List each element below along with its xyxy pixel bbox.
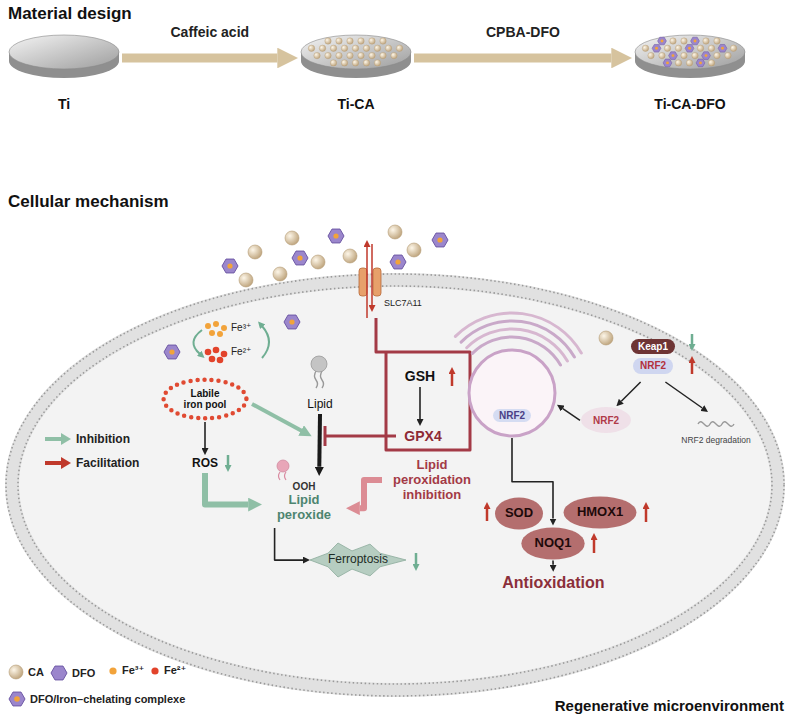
disk-shape	[632, 30, 748, 86]
legend-text: Inhibition	[76, 432, 130, 446]
legend-text: DFO	[72, 667, 95, 679]
gsh-gpx4-frame	[325, 318, 470, 450]
legend-swatch	[150, 666, 160, 676]
node-text: Lipid	[307, 398, 332, 412]
connector	[665, 382, 702, 408]
nucleus: NRF2	[467, 348, 557, 438]
legend-item: DFO	[50, 664, 95, 682]
node-text: Ti-CA-DFO	[654, 96, 725, 112]
connector	[317, 414, 322, 467]
legend-text: Fe³⁺	[122, 664, 144, 677]
node-text: NOQ1	[535, 536, 572, 551]
connector	[552, 561, 554, 565]
connector	[205, 473, 248, 505]
antioxidation-label: Antioxidation	[500, 572, 607, 595]
substrate-disk: Ti-CA	[298, 30, 414, 114]
node-text: Lipid peroxide	[264, 493, 344, 523]
node-text: ROS	[192, 457, 218, 471]
noq1-ellipse: NOQ1	[520, 526, 586, 561]
ion-label: Fe³⁺	[231, 322, 251, 334]
legend-swatch	[44, 456, 72, 470]
disk-shape	[6, 30, 122, 86]
legend-item: DFO/Iron–chelating complexe	[8, 690, 185, 708]
node-text: GSH	[405, 368, 435, 384]
lipid-label: Lipid	[300, 396, 340, 414]
section-heading: Cellular mechanism	[8, 192, 169, 212]
connector	[275, 528, 303, 560]
legend-swatch	[108, 666, 118, 676]
connector	[621, 382, 640, 401]
node-text: SOD	[505, 506, 533, 521]
node-text: Ti-CA	[337, 96, 374, 112]
legend-swatch	[50, 664, 68, 682]
connector	[419, 387, 421, 419]
keap1-nrf2-complex: Keap1NRF2	[622, 330, 684, 382]
substrate-disk: Ti	[6, 30, 122, 114]
node-text: Labile iron pool	[180, 388, 230, 411]
legend-item: CA	[8, 664, 44, 680]
node-text: Ferroptosis	[328, 553, 388, 567]
node-text: NRF2	[593, 415, 619, 427]
node-text: Lipid peroxidation inhibition	[382, 458, 482, 503]
edge-label: Caffeic acid	[169, 24, 252, 40]
sod-ellipse: SOD	[494, 496, 544, 531]
inhibition-note: Lipid peroxidation inhibition	[382, 456, 482, 505]
node-text: NRF2	[493, 409, 531, 423]
lipid-icons	[252, 356, 327, 480]
connector	[122, 54, 277, 63]
legend-text: CA	[28, 666, 44, 678]
gpx4-label: GPX4	[398, 426, 448, 447]
legend-item: Facilitation	[44, 456, 139, 470]
nuc-shape	[467, 348, 557, 438]
cell-membrane	[6, 274, 784, 696]
change-arrows	[228, 334, 692, 565]
extracellular-particles	[222, 225, 448, 287]
connector	[204, 422, 206, 448]
section-heading: Material design	[8, 4, 132, 24]
slc7a11-channel	[359, 244, 381, 318]
legend-item: Fe²⁺	[150, 664, 186, 677]
node-text: Keap1	[631, 339, 675, 355]
hmox1-ellipse: HMOX1	[562, 495, 638, 530]
connector	[360, 480, 382, 508]
lipid-peroxide: OOHLipid peroxide	[262, 476, 346, 528]
edge-label: CPBA-DFO	[484, 24, 562, 40]
substrate-disk: Ti-CA-DFO	[632, 30, 748, 114]
node-text: NRF2 degradation	[681, 436, 750, 446]
node-text: GPX4	[404, 428, 441, 444]
footer-note: Regenerative microenvironment	[555, 697, 784, 714]
iron-pool-ring: Labile iron pool	[160, 376, 250, 422]
gsh-label: GSH	[398, 366, 442, 387]
legend-swatch	[8, 664, 24, 680]
legend-text: Facilitation	[76, 456, 139, 470]
disk-shape	[298, 30, 414, 86]
node-text: NRF2	[633, 358, 673, 374]
legend-swatch	[8, 690, 26, 708]
nrf2-free: NRF2	[580, 406, 632, 434]
transporter-name: SLC7A11	[384, 298, 422, 308]
legend-item: Inhibition	[44, 432, 130, 446]
iron-cycle	[164, 315, 300, 363]
connector	[414, 54, 611, 63]
legend-text: DFO/Iron–chelating complexe	[30, 693, 185, 705]
legend-text: Fe²⁺	[164, 664, 186, 677]
ros-label: ROS	[188, 455, 222, 473]
legend-item: Fe³⁺	[108, 664, 144, 677]
ion-label: Fe²⁺	[231, 346, 251, 358]
node-text: HMOX1	[577, 505, 623, 520]
node-text: Antioxidation	[502, 574, 604, 592]
legend-swatch	[44, 432, 72, 446]
nrf2-degradation: NRF2 degradation	[676, 412, 756, 446]
ferroptosis-star: Ferroptosis	[310, 543, 406, 577]
node-text: OOH	[293, 481, 316, 493]
connector	[563, 409, 580, 421]
node-text: Ti	[58, 96, 70, 112]
